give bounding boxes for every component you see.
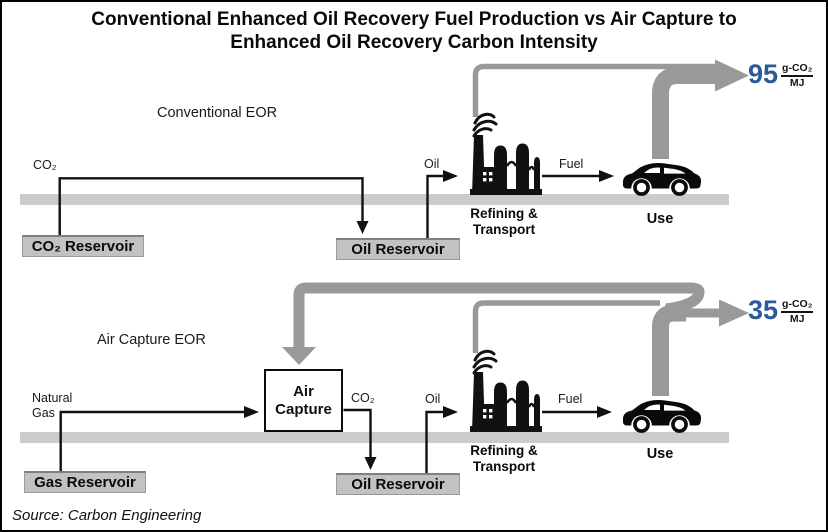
oil-arrowhead-conventional (443, 170, 458, 182)
oil-flow-label-air-capture: Oil (425, 392, 441, 406)
refining-label-line2: Transport (472, 222, 536, 237)
oil-reservoir-box-air-capture: Oil Reservoir (336, 473, 460, 495)
co2-arrowhead-conventional (356, 221, 369, 234)
gas-pipeline (59, 410, 244, 471)
fuel-arrowhead-conventional (599, 170, 614, 182)
unit-numerator: g-CO₂ (781, 298, 814, 313)
gas-reservoir-box: Gas Reservoir (24, 471, 146, 493)
source-attribution: Source: Carbon Engineering (12, 507, 202, 524)
car-icon-conventional (621, 161, 703, 196)
co2-arrowhead-air-capture (364, 457, 377, 470)
oil-arrowhead-air-capture (443, 406, 458, 418)
co2-pipeline-air-capture (343, 408, 372, 458)
natural-gas-flow-label: Natural Gas (32, 391, 72, 421)
carbon-intensity-air-capture: 35 g-CO₂ MJ (748, 295, 814, 326)
page-title: Conventional Enhanced Oil Recovery Fuel … (2, 8, 826, 54)
panel-label-conventional-eor: Conventional EOR (157, 105, 278, 121)
unit-numerator: g-CO₂ (781, 62, 814, 77)
use-label-air-capture: Use (646, 446, 674, 462)
refinery-icon-air-capture (468, 349, 544, 434)
refining-transport-label-air-capture: Refining & Transport (454, 443, 554, 475)
panel-label-air-capture-eor: Air Capture EOR (97, 332, 206, 348)
refining-label-line2: Transport (472, 459, 536, 474)
refining-label-line1: Refining & (470, 206, 538, 221)
co2-reservoir-box: CO₂ Reservoir (22, 235, 144, 257)
air-capture-label-line2: Capture (275, 400, 332, 418)
carbon-intensity-value-conventional: 95 (748, 59, 779, 89)
refinery-emission-line-conventional (472, 63, 724, 117)
ground-line-air-capture (20, 432, 729, 443)
co2-return-loop (293, 282, 705, 348)
fuel-arrowhead-air-capture (597, 406, 612, 418)
co2-flow-label-conventional: CO₂ (33, 158, 57, 172)
carbon-intensity-unit-air-capture: g-CO₂ MJ (781, 298, 814, 326)
net-emission-arrowhead-air-capture (719, 299, 749, 327)
car-icon-air-capture (621, 398, 703, 433)
unit-denominator: MJ (789, 77, 805, 89)
natural-gas-label-line1: Natural (32, 391, 73, 405)
oil-flow-label-conventional: Oil (424, 157, 440, 171)
natural-gas-label-line2: Gas (32, 406, 55, 420)
carbon-intensity-unit-conventional: g-CO₂ MJ (781, 62, 814, 90)
ground-line-conventional (20, 194, 729, 205)
refinery-emission-line-air-capture (472, 300, 660, 353)
fuel-flow-label-air-capture: Fuel (558, 392, 583, 406)
pipelines-conventional (58, 174, 599, 238)
use-label-conventional: Use (646, 211, 674, 227)
pipelines-air-capture (59, 408, 597, 473)
air-capture-label-line1: Air (293, 382, 314, 400)
carbon-intensity-conventional: 95 g-CO₂ MJ (748, 59, 814, 90)
unit-denominator: MJ (789, 313, 805, 325)
oil-reservoir-box-conventional: Oil Reservoir (336, 238, 460, 260)
car-emission-arrow-conventional (652, 67, 715, 159)
gas-arrowhead (244, 406, 259, 418)
co2-flow-label-air-capture: CO₂ (351, 391, 375, 405)
car-emission-riser-air-capture (652, 304, 686, 396)
title-line-1: Conventional Enhanced Oil Recovery Fuel … (91, 9, 737, 30)
oil-pipeline-conventional (426, 174, 443, 238)
refinery-icon-conventional (468, 112, 544, 197)
title-line-2: Enhanced Oil Recovery Carbon Intensity (230, 32, 598, 53)
fuel-flow-label-conventional: Fuel (559, 157, 584, 171)
oil-pipeline-air-capture (425, 410, 443, 473)
co2-pipeline-conventional (58, 177, 364, 235)
carbon-intensity-value-air-capture: 35 (748, 295, 779, 325)
emission-arrowhead-conventional (715, 59, 749, 92)
refining-transport-label-conventional: Refining & Transport (454, 206, 554, 238)
refining-label-line1: Refining & (470, 443, 538, 458)
air-capture-box: Air Capture (264, 369, 343, 432)
co2-return-arrowhead (282, 347, 316, 365)
